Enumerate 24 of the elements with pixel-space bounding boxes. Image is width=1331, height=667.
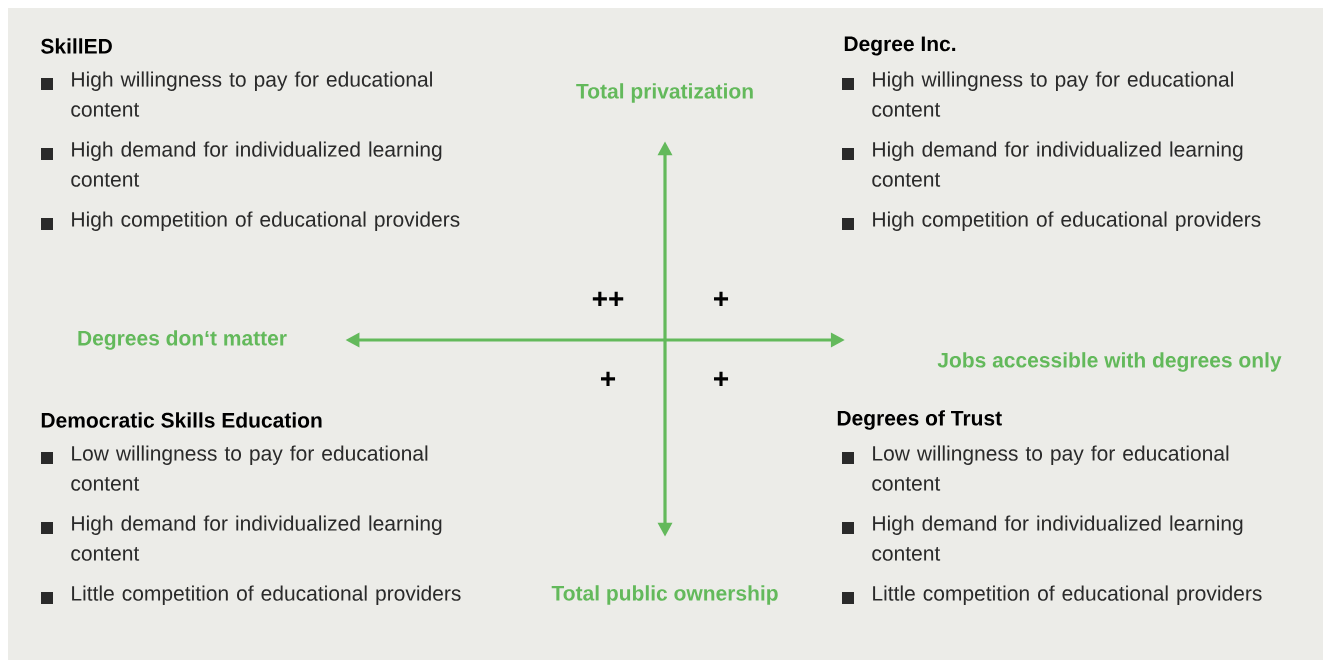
bullet-item: Low willingness to pay for educational content: [41, 445, 428, 491]
bullet-item: Little competition of educational providers: [842, 585, 1262, 605]
rating-mark: +: [601, 371, 616, 386]
bullet-item: High demand for individualized learning content: [41, 141, 442, 187]
bullet-item: High competition of educational providers: [41, 211, 460, 231]
bullet-item: High demand for individualized learning content: [842, 141, 1243, 187]
scenario-title: Degrees of Trust: [837, 410, 1002, 430]
axis-label: Total public ownership: [551, 585, 778, 605]
scenario-title: Degree Inc.: [844, 36, 956, 56]
scenario-title: Democratic Skills Education: [41, 412, 322, 428]
scenario-title: SkillED: [41, 38, 112, 54]
rating-mark: +: [714, 291, 729, 306]
bullet-item: High competition of educational providers: [842, 211, 1261, 231]
bullet-item: High demand for individualized learning content: [842, 515, 1243, 561]
rating-mark: ++: [592, 291, 624, 306]
bullet-item: Little competition of educational providers: [41, 585, 461, 605]
rating-mark: +: [714, 371, 729, 386]
bullet-item: Low willingness to pay for educational content: [842, 445, 1229, 491]
axis-label: Total privatization: [576, 83, 753, 103]
bullet-item: High willingness to pay for educational content: [842, 71, 1233, 117]
bullet-item: High willingness to pay for educational content: [41, 71, 432, 117]
bullet-item: High demand for individualized learning content: [41, 515, 442, 561]
axis-label: Degrees don‘t matter: [78, 330, 287, 350]
axis-label: Jobs accessible with degrees only: [937, 352, 1282, 372]
